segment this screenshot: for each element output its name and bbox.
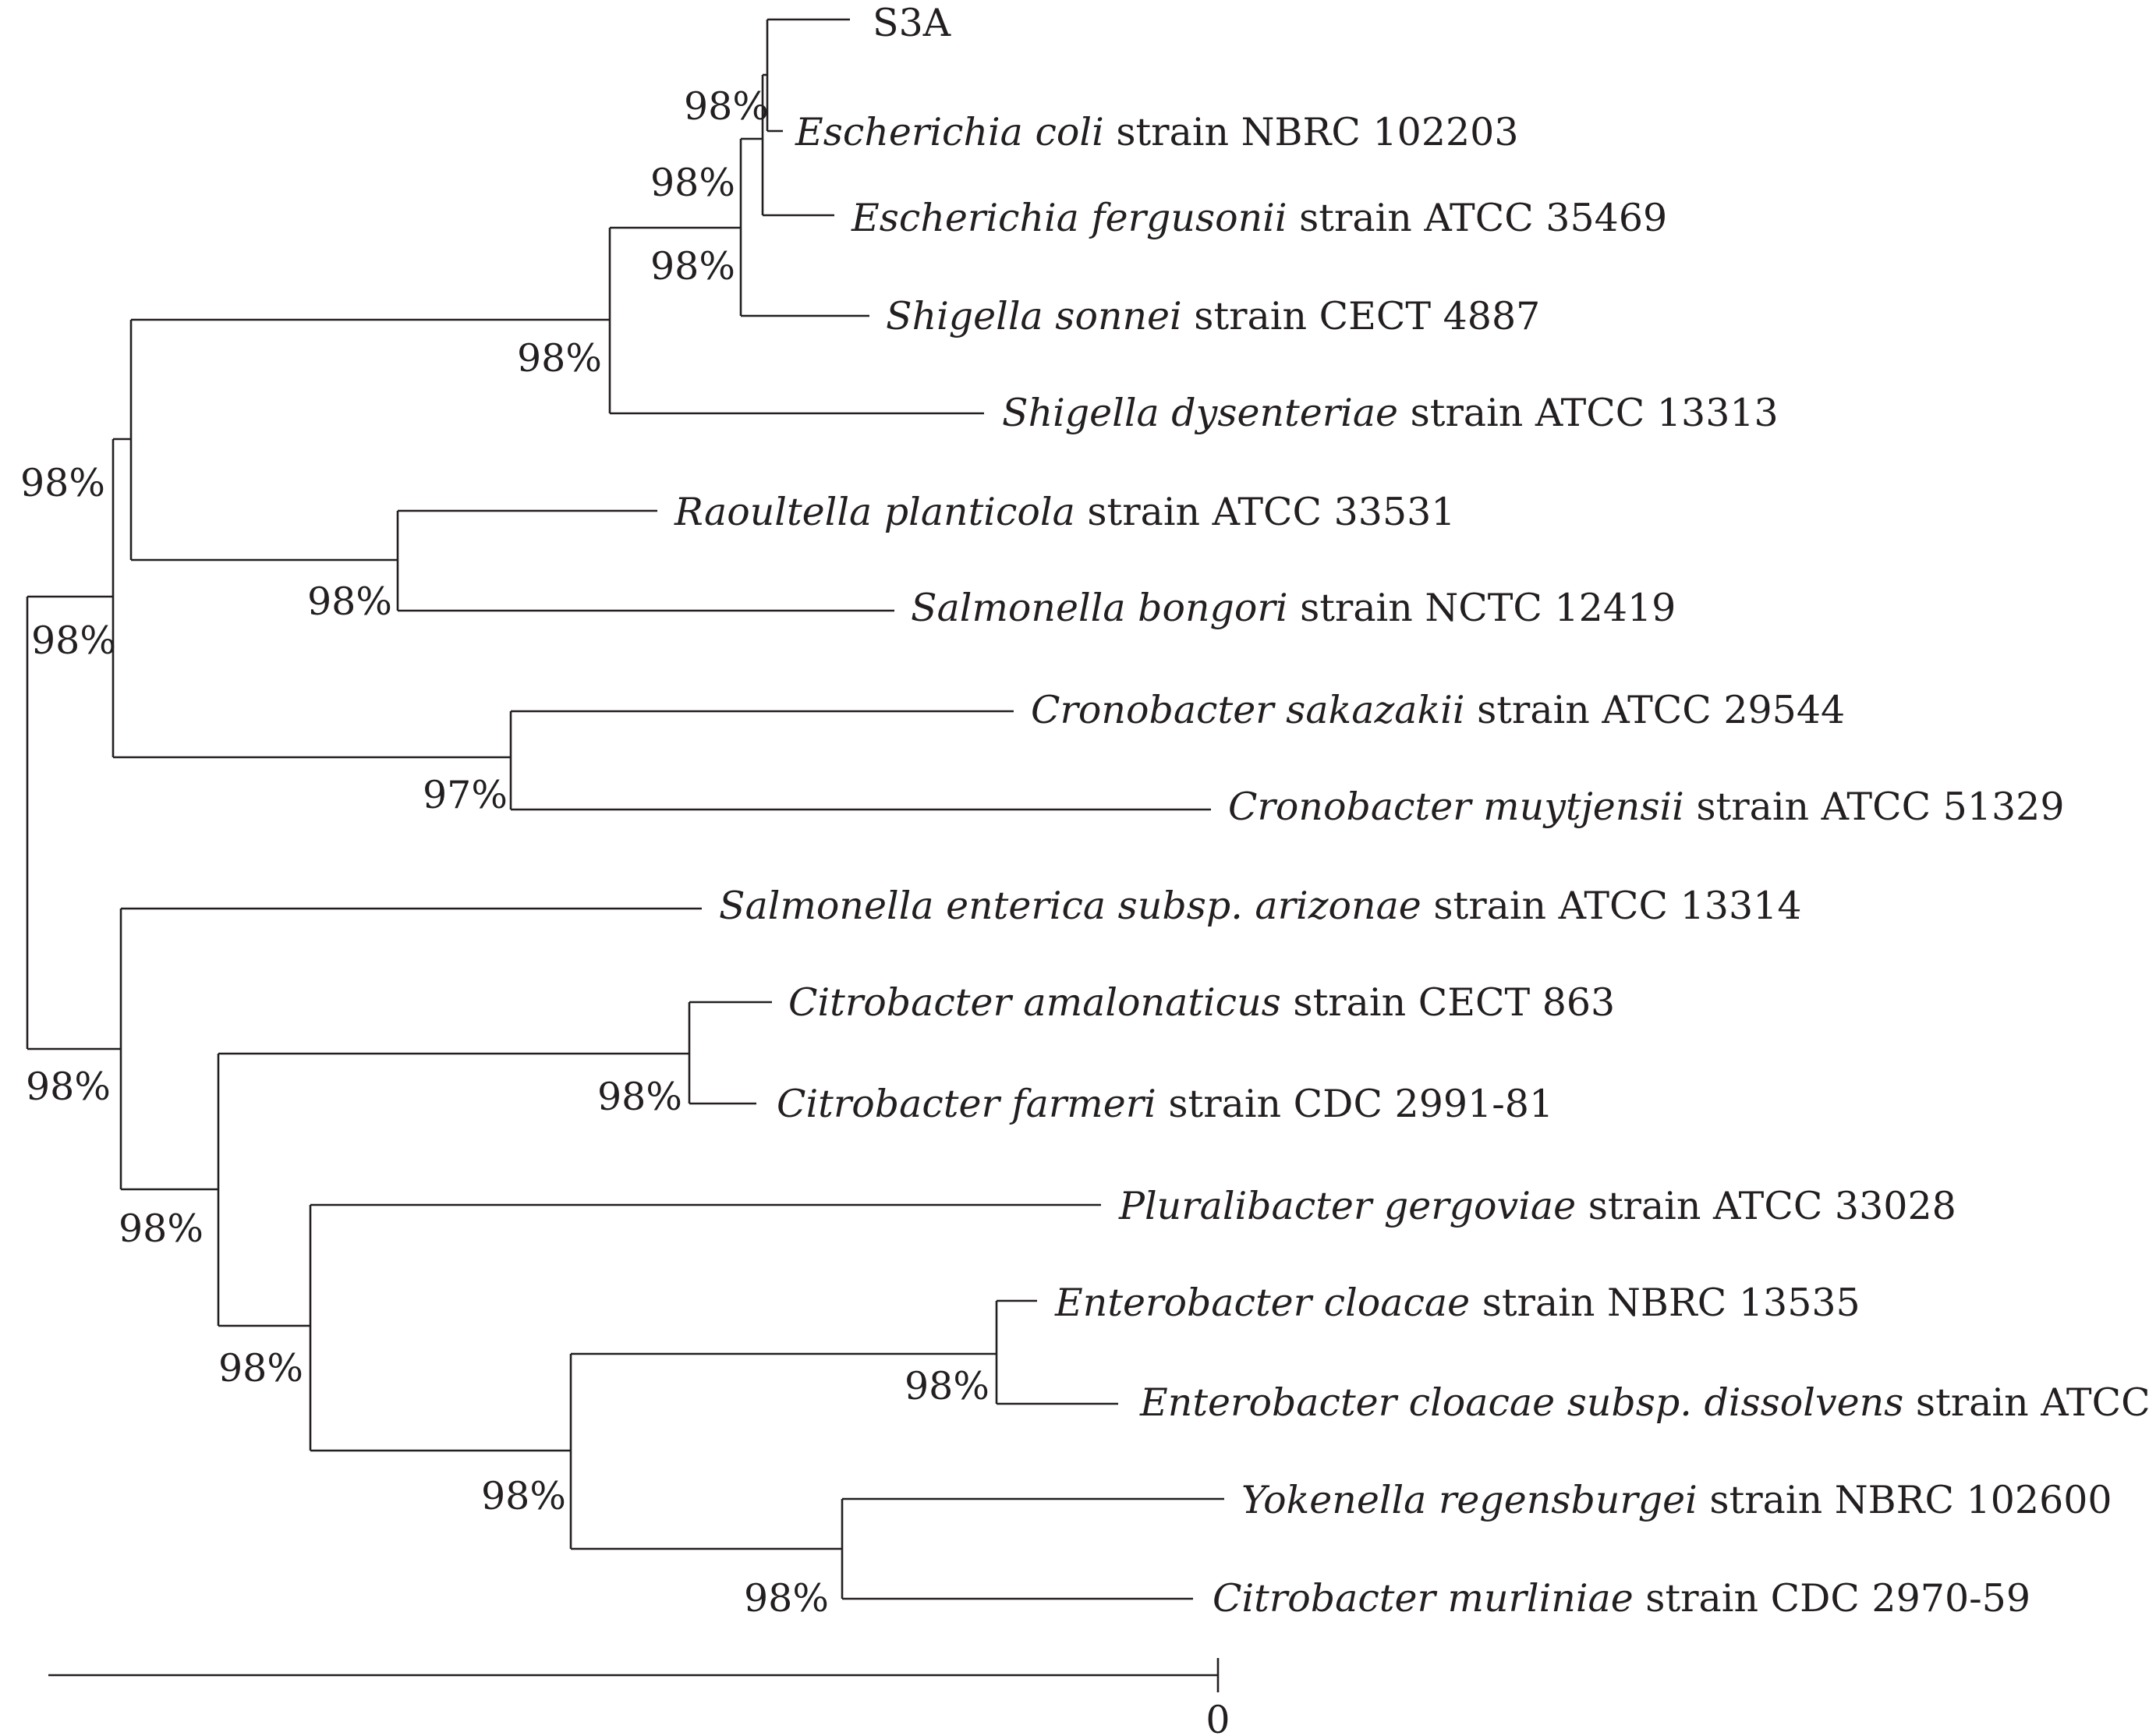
leaf-label-cfarmeri: Citrobacter farmeri strain CDC 2991-81 [777,1082,1553,1126]
leaf-label-csakazakii: Cronobacter sakazakii strain ATCC 29544 [1031,688,1845,732]
leaf-label-sdysenteriae: Shigella dysenteriae strain ATCC 13313 [1002,391,1779,435]
bootstrap-label: 98% [20,461,105,505]
leaf-label-edissolvens: Enterobacter cloacae subsp. dissolvens s… [1139,1380,2149,1425]
leaf-label-yregensburgei: Yokenella regensburgei strain NBRC 10260… [1241,1478,2112,1522]
leaf-label-rplanticola: Raoultella planticola strain ATCC 33531 [674,490,1455,534]
bootstrap-label: 98% [31,618,116,663]
bootstrap-label: 98% [905,1364,990,1408]
leaf-label-cmuytjensii: Cronobacter muytjensii strain ATCC 51329 [1228,785,2065,829]
scale-bar: 0 [48,1658,1230,1736]
leaf-label-ecoli: Escherichia coli strain NBRC 102203 [795,110,1519,154]
bootstrap-label: 98% [481,1474,566,1518]
leaf-label-ecloacae: Enterobacter cloacae strain NBRC 13535 [1054,1281,1860,1325]
leaf-label-ssonnei: Shigella sonnei strain CECT 4887 [886,294,1540,338]
leaf-label-pgergoviae: Pluralibacter gergoviae strain ATCC 3302… [1118,1184,1956,1228]
scale-bar-label: 0 [1205,1698,1230,1736]
bootstrap-label: 98% [307,579,392,624]
bootstrap-label: 98% [597,1075,682,1119]
bootstrap-label: 98% [26,1065,111,1109]
bootstrap-label: 97% [423,773,508,817]
leaf-label-sarizonae: Salmonella enterica subsp. arizonae stra… [719,884,1802,928]
leaf-label-cmurliniae: Citrobacter murliniae strain CDC 2970-59 [1213,1576,2030,1621]
bootstrap-label: 98% [517,336,602,381]
leaf-label-efergusonii: Escherichia fergusonii strain ATCC 35469 [851,196,1667,240]
bootstrap-label: 98% [684,84,769,129]
bootstrap-label: 98% [650,161,735,205]
bootstrap-label: 98% [744,1576,829,1621]
bootstrap-label: 98% [218,1346,303,1391]
leaf-label-sbongori: Salmonella bongori strain NCTC 12419 [911,586,1676,630]
bootstrap-labels: 98% 98% 98% 98% 98% 98% 98% 97% 98% 98% … [20,84,990,1621]
bootstrap-label: 98% [650,244,735,289]
tree-branches [26,18,1224,1600]
leaf-labels: S3A Escherichia coli strain NBRC 102203 … [674,1,2149,1621]
leaf-label-camalonaticus: Citrobacter amalonaticus strain CECT 863 [788,980,1615,1025]
bootstrap-label: 98% [119,1206,204,1251]
leaf-label-s3a: S3A [873,1,951,45]
